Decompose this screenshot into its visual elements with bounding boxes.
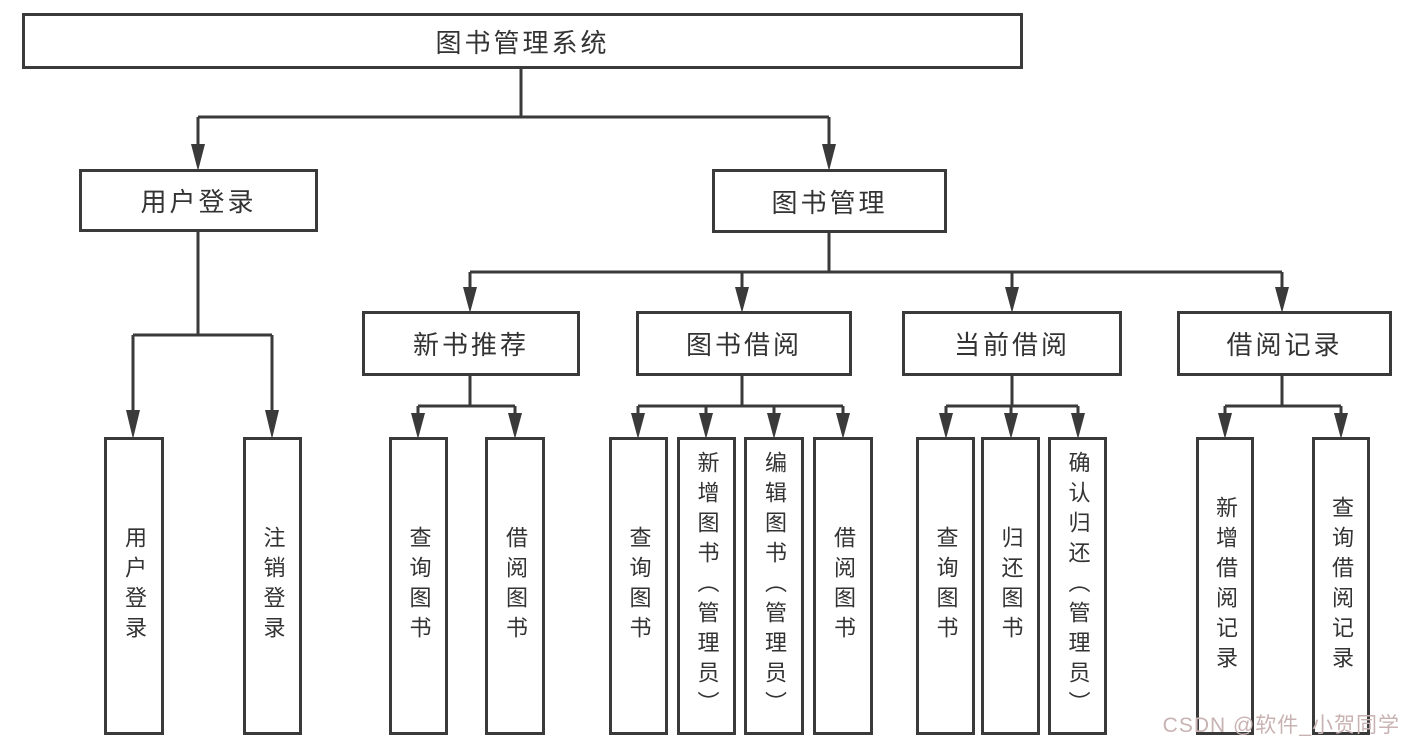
- leaf-add-borrow-record-label: 新增借阅记录: [1213, 496, 1238, 676]
- node-library-system-label: 图书管理系统: [435, 27, 610, 58]
- leaf-borrow-books-borrowing: 借阅图书: [813, 437, 873, 735]
- leaf-query-books-recommendation: 查询图书: [389, 437, 448, 735]
- leaf-return-book: 归还图书: [981, 437, 1040, 735]
- node-current-borrowing-label: 当前借阅: [953, 330, 1070, 360]
- node-book-borrowing: 图书借阅: [636, 311, 852, 376]
- csdn-watermark: CSDN @软件_小贺同学: [1162, 714, 1400, 737]
- leaf-add-book-admin: 新增图书（管理员）: [677, 437, 736, 735]
- arrow-leaf-add-book: [699, 413, 713, 439]
- node-book-borrowing-label: 图书借阅: [685, 330, 802, 360]
- node-user-login: 用户登录: [79, 169, 318, 232]
- arrow-leaf-edit-book: [767, 413, 781, 439]
- leaf-query-books-borrowing: 查询图书: [609, 437, 668, 735]
- leaf-query-borrow-record: 查询借阅记录: [1312, 437, 1370, 735]
- arrow-current-borrow: [1005, 287, 1019, 313]
- leaf-query-borrow-record-label: 查询借阅记录: [1329, 496, 1354, 676]
- arrow-book-mgmt: [822, 144, 836, 171]
- leaf-user-login: 用户登录: [104, 437, 164, 735]
- leaf-query-books-current-label: 查询图书: [933, 526, 959, 646]
- node-borrowing-records: 借阅记录: [1177, 311, 1392, 376]
- arrow-user-login: [191, 144, 205, 171]
- node-user-login-label: 用户登录: [140, 187, 257, 217]
- edge-user-login-split: [131, 232, 274, 415]
- leaf-user-login-label: 用户登录: [122, 526, 147, 646]
- leaf-edit-book-admin: 编辑图书（管理员）: [744, 437, 804, 735]
- node-new-book-recommendation: 新书推荐: [362, 311, 580, 376]
- leaf-add-book-admin-label: 新增图书（管理员）: [694, 451, 720, 721]
- node-borrowing-records-label: 借阅记录: [1226, 330, 1343, 360]
- leaf-logout: 注销登录: [243, 437, 302, 735]
- node-book-management: 图书管理: [712, 169, 947, 233]
- edge-borrow-records-split: [1223, 376, 1343, 417]
- arrow-leaf-borrow-book-a: [508, 413, 522, 439]
- leaf-query-books-borrowing-label: 查询图书: [626, 526, 652, 646]
- arrow-leaf-query-record: [1334, 413, 1348, 439]
- arrow-leaf-query-book-a: [411, 413, 425, 439]
- node-book-management-label: 图书管理: [771, 187, 888, 218]
- edge-book-mgmt-split: [468, 233, 1284, 290]
- leaf-add-borrow-record: 新增借阅记录: [1196, 437, 1254, 735]
- arrow-leaf-query-book-b: [631, 413, 645, 439]
- arrow-new-book-rec: [463, 287, 477, 313]
- edge-root-split: [196, 67, 831, 150]
- node-current-borrowing: 当前借阅: [902, 311, 1122, 376]
- leaf-query-books-current: 查询图书: [916, 437, 975, 735]
- arrow-leaf-borrow-book-b: [836, 413, 850, 439]
- leaf-return-book-label: 归还图书: [998, 526, 1024, 646]
- arrow-leaf-user-login: [126, 410, 140, 439]
- edge-current-borrow-split: [944, 376, 1080, 417]
- leaf-edit-book-admin-label: 编辑图书（管理员）: [762, 451, 787, 721]
- leaf-borrow-books-recommendation: 借阅图书: [485, 437, 545, 735]
- leaf-confirm-return-admin-label: 确认归还（管理员）: [1065, 451, 1091, 721]
- leaf-borrow-books-recommendation-label: 借阅图书: [503, 526, 528, 646]
- arrow-leaf-return-book: [1004, 413, 1018, 439]
- leaf-query-books-recommendation-label: 查询图书: [406, 526, 432, 646]
- arrow-leaf-logout: [265, 410, 279, 439]
- arrow-book-borrow: [735, 287, 749, 313]
- arrow-borrow-records: [1275, 287, 1289, 313]
- edge-book-borrow-split: [636, 376, 845, 417]
- leaf-borrow-books-borrowing-label: 借阅图书: [831, 526, 856, 646]
- node-new-book-recommendation-label: 新书推荐: [412, 330, 529, 360]
- arrow-leaf-query-book-c: [939, 413, 953, 439]
- arrowheads: [126, 144, 1348, 439]
- node-library-system: 图书管理系统: [22, 13, 1023, 69]
- leaf-confirm-return-admin: 确认归还（管理员）: [1048, 437, 1107, 735]
- arrow-leaf-add-record: [1218, 413, 1232, 439]
- edge-new-book-split: [416, 376, 517, 417]
- leaf-logout-label: 注销登录: [260, 526, 286, 646]
- arrow-leaf-confirm-return: [1071, 413, 1085, 439]
